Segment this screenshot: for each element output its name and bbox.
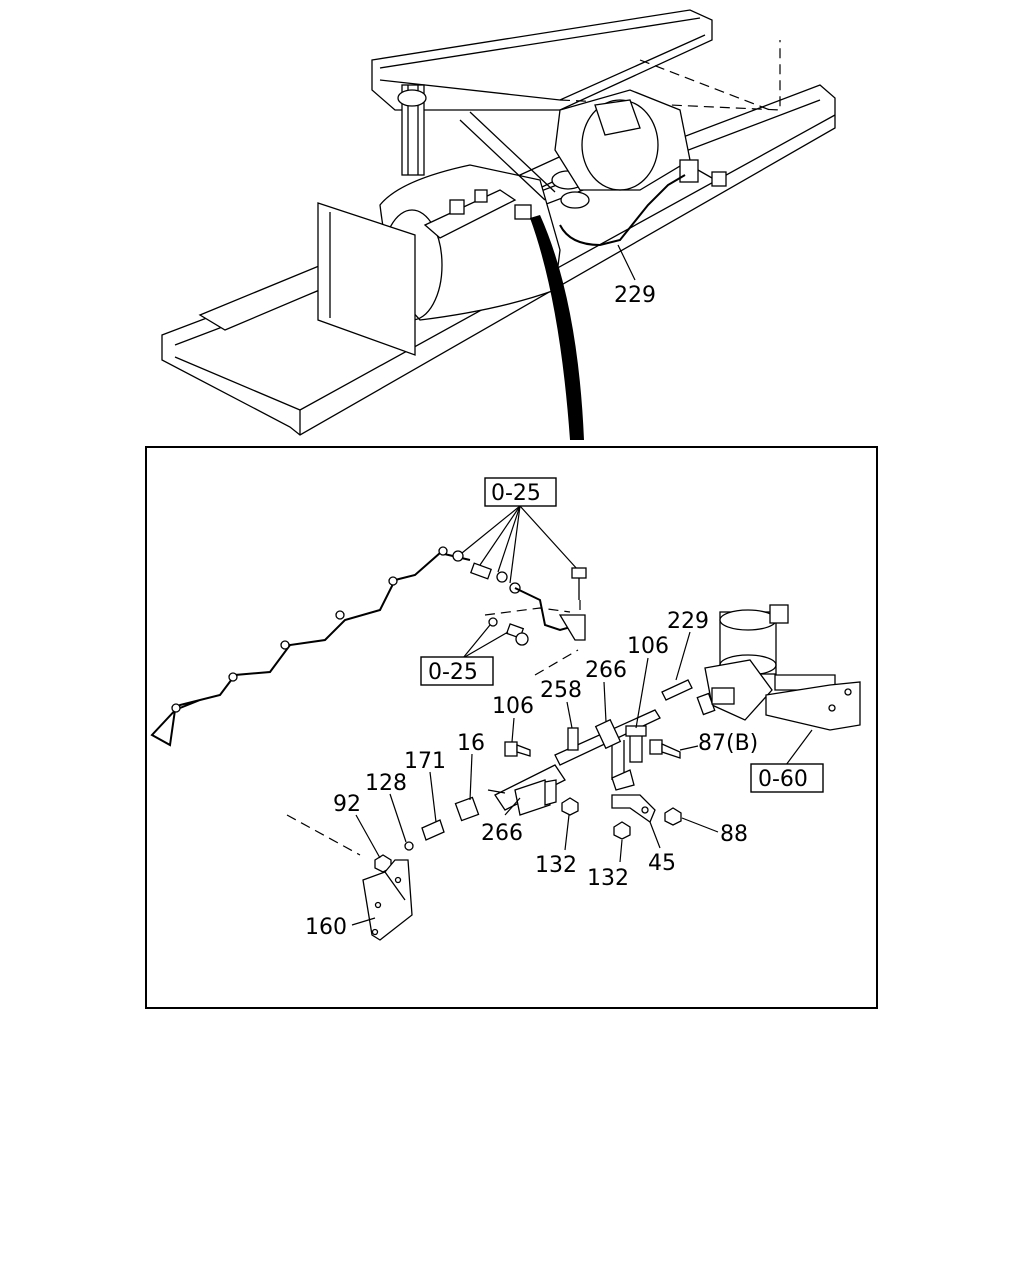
part-258: [567, 727, 579, 751]
callout-132-a: 132: [535, 853, 577, 878]
valve-unit: [696, 604, 861, 731]
pipe-long: [150, 551, 471, 747]
fitting-16: [454, 796, 480, 822]
bracket-160: [286, 814, 413, 941]
shaft-assembly: [494, 679, 693, 816]
washer-128: [404, 841, 414, 851]
ref-box-0-60: [750, 763, 824, 793]
callout-132-b: 132: [587, 866, 629, 891]
callout-160: 160: [305, 915, 347, 940]
bolt-106-left: [504, 741, 518, 757]
callout-106-b: 106: [492, 694, 534, 719]
valve-bracket: [765, 681, 861, 731]
ref-0-60-label: 0-60: [758, 767, 808, 792]
ref-box-0-25-mid: 0-25: [420, 607, 579, 686]
ref-0-25-mid-label: 0-25: [428, 660, 478, 685]
tank-mount-plate: [317, 202, 416, 356]
pipe-229: [559, 174, 686, 247]
air-tank: [554, 89, 691, 191]
callout-labels: 229 106 266 258 106 87(B) 16 171 128 92 …: [305, 609, 758, 940]
nut-132-b: [613, 821, 631, 840]
callout-229: 229: [667, 609, 709, 634]
nut-88: [664, 807, 682, 826]
callout-88: 88: [720, 822, 748, 847]
bolt-87b: [649, 739, 663, 755]
fasteners: [374, 739, 682, 873]
callout-87b: 87(B): [698, 731, 758, 756]
fitting-171: [421, 819, 445, 841]
ref-box-0-25-top: 0-25: [461, 477, 579, 584]
bracket-45: [611, 794, 656, 823]
callout-258: 258: [540, 678, 582, 703]
callout-171: 171: [404, 749, 446, 774]
callout-266-b: 266: [481, 821, 523, 846]
pin-229: [661, 679, 693, 701]
chassis-frame-illustration: 229: [161, 9, 836, 440]
callout-229-top: 229: [614, 283, 656, 308]
nut-132-a: [561, 797, 579, 816]
callout-266-a: 266: [585, 658, 627, 683]
pipe-clips: [171, 546, 448, 713]
detail-view-frame: [145, 446, 878, 1009]
callout-92: 92: [333, 792, 361, 817]
callout-128: 128: [365, 771, 407, 796]
ref-0-25-top-label: 0-25: [491, 481, 541, 506]
callout-45: 45: [648, 851, 676, 876]
far-side-rail: [371, 9, 713, 111]
detail-view-arrow: [530, 215, 584, 440]
bolt-106-right: [629, 733, 643, 763]
callout-106-a: 106: [627, 634, 669, 659]
upper-fittings: [452, 550, 587, 641]
callout-16: 16: [457, 731, 485, 756]
